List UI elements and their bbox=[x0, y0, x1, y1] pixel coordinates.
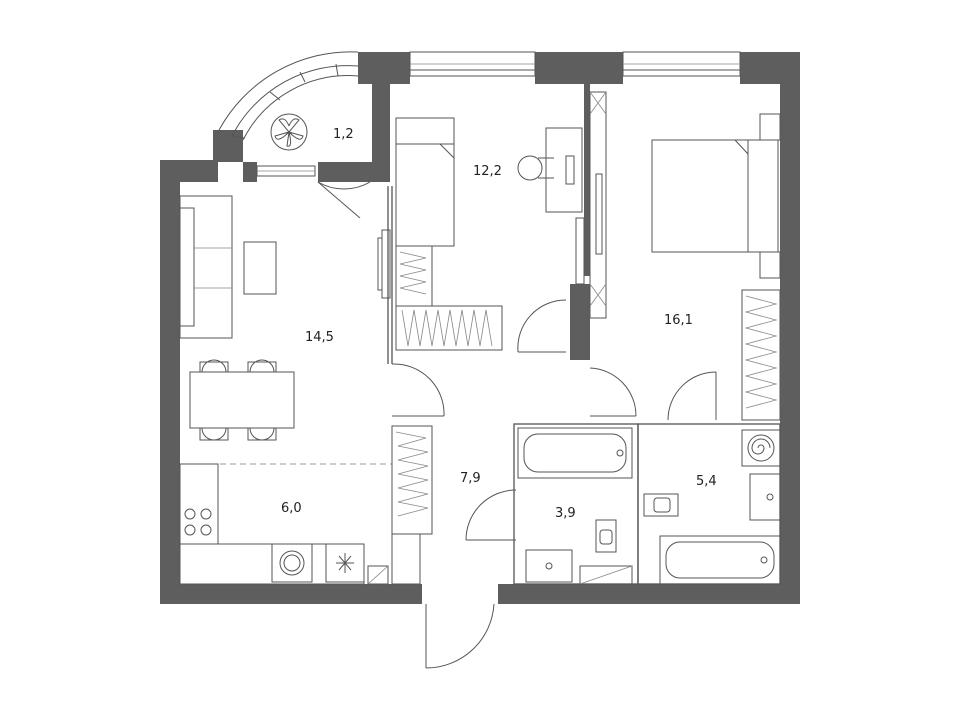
large-bedroom bbox=[589, 91, 781, 421]
label-bedroom-small: 12,2 bbox=[473, 164, 502, 179]
label-bedroom-large: 16,1 bbox=[664, 313, 693, 328]
kitchen bbox=[179, 463, 421, 585]
label-balcony: 1,2 bbox=[333, 127, 354, 142]
living-room bbox=[179, 186, 445, 465]
hall bbox=[391, 299, 717, 669]
label-kitchen: 6,0 bbox=[281, 501, 302, 516]
label-bath-large: 5,4 bbox=[696, 474, 717, 489]
room-labels: 1,2 12,2 16,1 14,5 6,0 7,9 3,9 5,4 bbox=[281, 127, 717, 521]
label-hall: 7,9 bbox=[460, 471, 481, 486]
label-bath-small: 3,9 bbox=[555, 506, 576, 521]
windows bbox=[256, 51, 741, 177]
large-bathroom bbox=[637, 423, 781, 585]
small-bathroom bbox=[513, 423, 639, 585]
label-living: 14,5 bbox=[305, 330, 334, 345]
balcony bbox=[217, 51, 371, 219]
small-bedroom bbox=[395, 117, 585, 351]
walls bbox=[160, 52, 800, 604]
